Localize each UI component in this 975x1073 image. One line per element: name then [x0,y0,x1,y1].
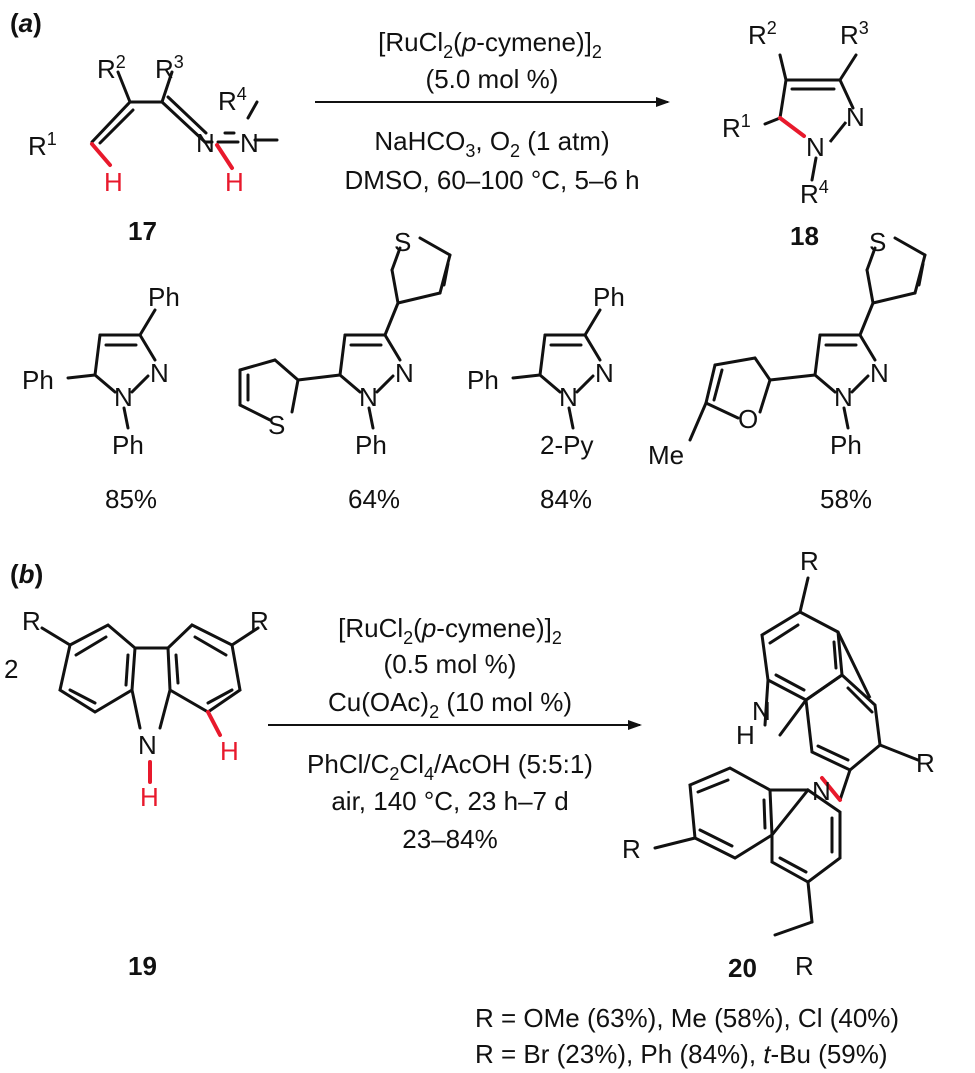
reactant-19 [40,623,260,730]
svg-text:NaHCO3, O2 (1 atm): NaHCO3, O2 (1 atm) [374,126,609,161]
compound-number-20: 20 [728,953,757,983]
svg-text:S: S [268,410,285,440]
svg-text:N: N [138,730,157,760]
compound-number-17: 17 [128,216,157,246]
svg-text:Me: Me [648,440,684,470]
example-1: Ph Ph N N Ph 85% [22,282,180,514]
svg-text:Ph: Ph [830,430,862,460]
reactant-17 [90,70,279,145]
svg-text:Ph: Ph [467,365,499,395]
svg-text:N: N [150,358,169,388]
svg-text:R: R [800,546,819,576]
stoich-coefficient: 2 [4,654,18,684]
svg-text:Ph: Ph [593,282,625,312]
svg-text:N: N [559,382,578,412]
svg-text:DMSO, 60–100 °C, 5–6 h: DMSO, 60–100 °C, 5–6 h [344,165,639,195]
reactant-19-atoms: 2 R R N H H 19 [4,606,269,981]
compound-number-18: 18 [790,221,819,251]
product-20-atoms: R R R R N H N 20 [622,546,935,983]
svg-text:S: S [394,227,411,257]
svg-text:S: S [869,227,886,257]
product-18 [763,53,858,182]
svg-text:N: N [812,776,831,806]
svg-text:R1: R1 [722,111,751,143]
scope-line-2: R = Br (23%), Ph (84%), t-Bu (59%) [475,1039,888,1069]
svg-text:N: N [846,102,865,132]
svg-text:R: R [795,951,814,981]
svg-text:R: R [916,748,935,778]
svg-text:(0.5 mol %): (0.5 mol %) [384,649,517,679]
yield-label: 85% [105,484,157,514]
svg-text:R: R [622,834,641,864]
svg-text:air, 140 °C, 23 h–7 d: air, 140 °C, 23 h–7 d [331,786,568,816]
svg-text:Ph: Ph [148,282,180,312]
yield-label: 64% [348,484,400,514]
scope-line-1: R = OMe (63%), Me (58%), Cl (40%) [475,1003,899,1033]
reactant-17-red-bonds [90,142,234,170]
example-3: Ph Ph N N 2-Py 84% [467,282,625,514]
svg-text:O: O [738,404,758,434]
example-2: S S N N Ph 64% [238,227,452,514]
svg-text:N: N [395,358,414,388]
svg-text:R1: R1 [28,129,57,161]
svg-text:N: N [595,358,614,388]
svg-text:R: R [22,606,41,636]
yield-label: 84% [540,484,592,514]
panel-b-label: (b) [10,559,43,589]
svg-text:H: H [736,720,755,750]
svg-text:R4: R4 [800,177,829,209]
svg-text:(5.0 mol %): (5.0 mol %) [426,64,559,94]
svg-text:H: H [104,167,123,197]
compound-number-19: 19 [128,951,157,981]
conditions-a: [RuCl2(p-cymene)]2 (5.0 mol %) NaHCO3, O… [344,27,639,195]
example-4: S O Me N N Ph 58% [648,227,927,514]
svg-text:R4: R4 [218,84,247,116]
svg-text:N: N [870,358,889,388]
svg-text:[RuCl2(p-cymene)]2: [RuCl2(p-cymene)]2 [338,613,562,648]
reactant-17-atoms: R1 R2 R3 N N R4 H H 17 [28,52,259,246]
svg-text:R: R [250,606,269,636]
reactant-19-red-bonds [148,710,222,784]
yield-label: 58% [820,484,872,514]
svg-text:R2: R2 [748,18,777,50]
svg-text:N: N [752,696,771,726]
product-20 [653,576,920,937]
svg-text:N: N [359,382,378,412]
svg-text:[RuCl2(p-cymene)]2: [RuCl2(p-cymene)]2 [378,27,602,62]
svg-text:N: N [114,382,133,412]
svg-text:Ph: Ph [112,430,144,460]
svg-text:H: H [225,167,244,197]
svg-text:Ph: Ph [355,430,387,460]
product-18-new-bond [778,116,806,138]
svg-text:23–84%: 23–84% [402,824,497,854]
svg-text:N: N [806,132,825,162]
svg-text:PhCl/C2Cl4/AcOH (5:5:1): PhCl/C2Cl4/AcOH (5:5:1) [307,749,593,784]
svg-text:N: N [834,382,853,412]
svg-text:N: N [196,128,215,158]
svg-text:H: H [140,782,159,812]
svg-text:Ph: Ph [22,365,54,395]
svg-text:R2: R2 [97,52,126,84]
svg-text:N: N [240,128,259,158]
conditions-b: [RuCl2(p-cymene)]2 (0.5 mol %) Cu(OAc)2 … [307,613,593,854]
panel-a-label: (a) [10,8,42,38]
svg-text:Cu(OAc)2 (10 mol %): Cu(OAc)2 (10 mol %) [328,687,572,722]
svg-text:2-Py: 2-Py [540,430,593,460]
svg-text:H: H [220,736,239,766]
svg-text:R3: R3 [840,18,869,50]
product-20-new-bond [820,776,842,802]
product-18-atoms: R2 R3 R1 N N R4 18 [722,18,869,251]
svg-text:R3: R3 [155,52,184,84]
